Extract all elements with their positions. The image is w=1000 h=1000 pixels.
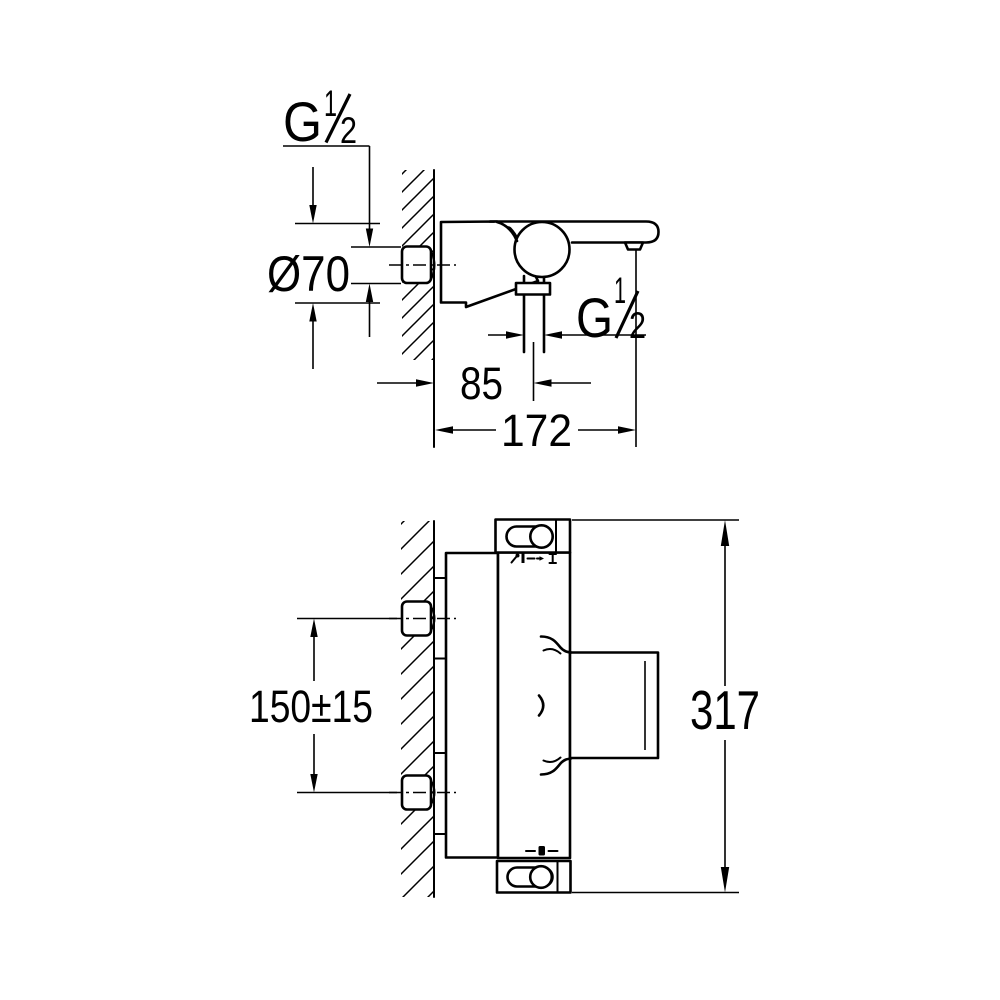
arrowhead-down [365,228,374,247]
arrowhead-up [365,283,374,302]
temperature-handle-bottom [495,859,572,894]
mixer-body-plan [444,551,660,860]
leader-lines [283,145,401,337]
thread-outlet-label-den: 2 [629,305,646,346]
arrowhead-left [544,331,562,339]
thread-outlet-label-g: G [576,286,613,349]
escutcheon-edges [433,577,447,835]
dimension-thread-wall: G 1 2 [283,83,401,337]
extension-lines [295,167,380,369]
union-cone [430,250,436,281]
arrowhead-down [309,205,317,224]
dimension-lines [453,250,637,447]
temp-stop-mark [525,846,559,856]
union-cone [430,605,436,632]
fraction-slash [324,93,352,144]
union-cone [430,779,436,806]
spout-fillet-top-minor [542,648,562,655]
body-center-mark [537,694,545,717]
dimension-172: 172 [435,250,637,456]
spout-fillet-bottom [539,757,573,776]
dimension-85: 85 [377,342,591,409]
dim-150-label: 150±15 [249,681,373,732]
mixer-body-side [439,220,660,354]
arrowhead-right [416,379,434,387]
arrowhead-left [435,426,453,434]
spout-block [568,651,660,760]
supply-union-top [389,600,456,637]
dim-317-label: 317 [690,679,760,741]
bath-spout-icon [548,553,557,564]
diverter-icons [510,553,557,564]
arrowhead-up [309,303,317,322]
dim-172-label: 172 [501,405,572,456]
dimension-thread-outlet: G 1 2 [488,270,646,349]
thermostat-body [496,551,572,860]
spout-fillet-bottom-minor [542,756,562,763]
arrowhead-right [618,426,636,434]
body-fillet-line [495,220,519,243]
side-view: G 1 2 Ø70 G 1 2 85 [267,83,660,456]
thread-wall-label-den: 2 [340,110,357,151]
hand-shower-icon [510,553,520,564]
dimension-317: 317 [572,519,760,894]
thread-wall-label-num: 1 [324,83,337,124]
diverter-handle-top [494,518,572,554]
thread-outlet-label-num: 1 [614,270,626,311]
wall-union-fitting [389,245,456,285]
dimension-diameter-70: Ø70 [267,167,380,369]
dim-85-label: 85 [460,358,503,409]
wall-hatch [401,521,434,897]
diameter-label: Ø70 [267,246,350,302]
arrowhead-down [720,867,730,893]
cartridge-circle [513,220,571,279]
back-plate [444,551,500,859]
handle-knob-circle [528,864,554,890]
spout-aerator-nub [623,241,645,251]
bar-icon [521,553,525,563]
spout-fillet-top [539,635,573,654]
supply-union-bottom [389,774,456,811]
arrowhead-down [310,774,318,793]
fraction-slash [614,290,640,339]
handle-knob-circle [528,523,554,549]
pipe-union-nut [514,281,552,296]
arrowhead-up [310,618,318,637]
extension-lines [297,617,397,794]
plan-view: 150±15 317 [249,518,760,898]
dimension-150: 150±15 [249,617,397,794]
extension-lines [572,519,739,894]
arrowhead-up [720,520,730,546]
arrowhead-right [506,331,524,339]
arrowhead-left [533,379,552,387]
dimension-lines [377,342,591,401]
thread-wall-label-g: G [283,90,322,153]
arrow-right-icon [536,556,544,561]
